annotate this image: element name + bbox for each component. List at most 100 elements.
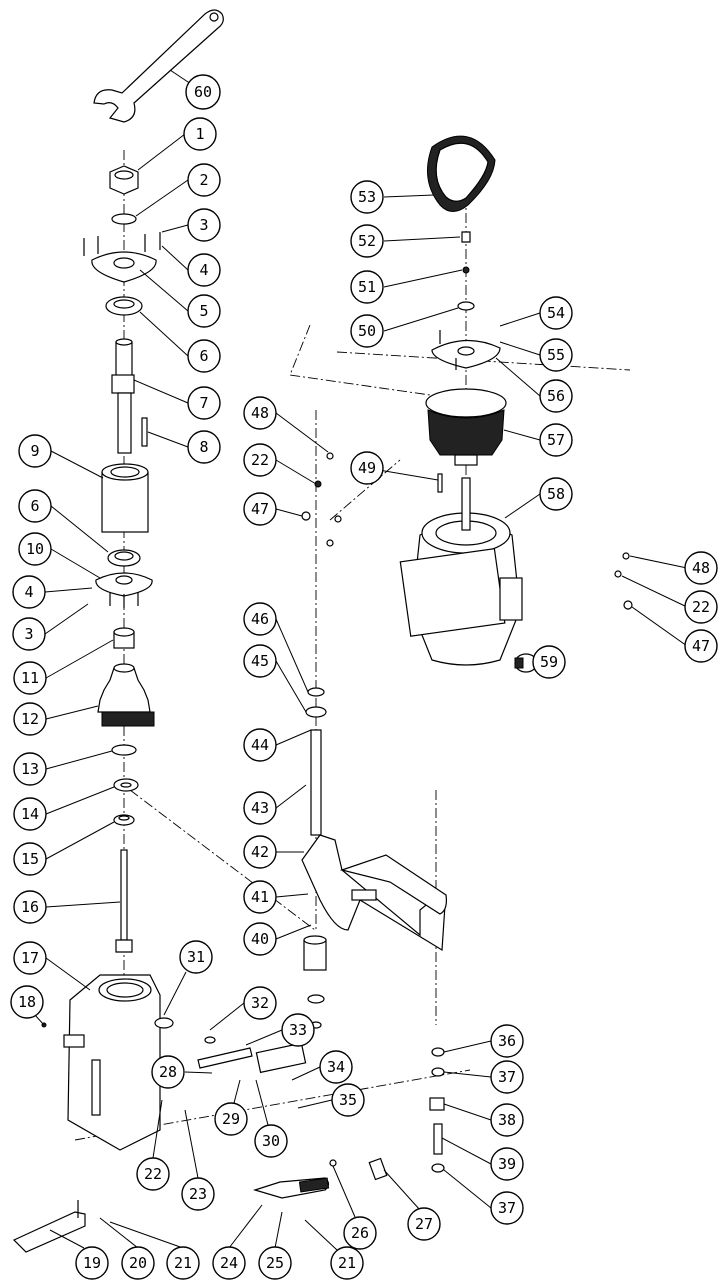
svg-text:59: 59: [540, 653, 558, 671]
callout-37-upper: 37: [490, 1060, 524, 1094]
callout-50: 50: [350, 314, 384, 348]
svg-text:48: 48: [251, 404, 269, 422]
callout-46: 46: [243, 602, 277, 636]
svg-text:21: 21: [338, 1254, 356, 1272]
spanner-wrench: [93, 9, 224, 123]
callout-17: 17: [13, 941, 47, 975]
upper-bearing: [105, 296, 143, 316]
svg-text:30: 30: [262, 1132, 280, 1150]
callout-16: 16: [13, 890, 47, 924]
pinion-shaft: [154, 1017, 253, 1069]
callout-28: 28: [151, 1055, 185, 1089]
svg-text:11: 11: [21, 669, 39, 687]
callout-4-upper: 4: [187, 253, 221, 287]
callout-1: 1: [183, 117, 217, 151]
spindle-pulley: [97, 663, 155, 727]
callout-3-lower: 3: [12, 617, 46, 651]
svg-text:20: 20: [129, 1254, 147, 1272]
callout-57: 57: [539, 423, 573, 457]
callout-53: 53: [350, 180, 384, 214]
svg-text:3: 3: [24, 625, 33, 643]
callout-11: 11: [13, 661, 47, 695]
callout-29: 29: [214, 1102, 248, 1136]
svg-text:35: 35: [339, 1091, 357, 1109]
svg-text:4: 4: [199, 261, 208, 279]
callout-32: 32: [243, 986, 277, 1020]
svg-text:22: 22: [692, 598, 710, 616]
callout-27: 27: [407, 1207, 441, 1241]
svg-text:54: 54: [547, 304, 565, 322]
motor-mount-fasteners: [301, 452, 633, 610]
callout-21-right: 21: [330, 1246, 364, 1280]
guard-plate: [431, 330, 501, 370]
svg-text:49: 49: [358, 459, 376, 477]
callout-34: 34: [319, 1050, 353, 1084]
svg-text:37: 37: [498, 1199, 516, 1217]
motor-key: [437, 473, 443, 493]
key: [141, 417, 148, 447]
callout-56: 56: [539, 379, 573, 413]
callout-24: 24: [212, 1246, 246, 1280]
callout-22-right: 22: [684, 590, 718, 624]
callout-45: 45: [243, 644, 277, 678]
motor-bracket: [301, 834, 447, 952]
svg-text:23: 23: [189, 1185, 207, 1203]
callout-8: 8: [187, 430, 221, 464]
svg-text:7: 7: [199, 394, 208, 412]
washer-45: [305, 706, 327, 718]
callout-15: 15: [13, 842, 47, 876]
svg-text:9: 9: [30, 442, 39, 460]
svg-text:33: 33: [289, 1021, 307, 1039]
callout-58: 58: [539, 477, 573, 511]
support-shaft: [310, 729, 322, 836]
svg-text:3: 3: [199, 216, 208, 234]
callout-60: 60: [185, 74, 221, 110]
svg-text:1: 1: [195, 125, 204, 143]
svg-text:60: 60: [194, 83, 212, 101]
motor: [399, 477, 523, 666]
callout-41: 41: [243, 880, 277, 914]
hub: [255, 1042, 307, 1074]
svg-text:26: 26: [351, 1224, 369, 1242]
svg-text:45: 45: [251, 652, 269, 670]
drive-belt: [427, 135, 496, 212]
callout-9: 9: [18, 434, 52, 468]
svg-text:47: 47: [251, 500, 269, 518]
spindle-nut: [109, 165, 139, 195]
head-casting: [63, 974, 161, 1151]
callout-22-lower: 22: [136, 1157, 170, 1191]
callout-49: 49: [350, 451, 384, 485]
motor-pulley: [425, 388, 507, 466]
callout-54: 54: [539, 296, 573, 330]
callout-26: 26: [343, 1216, 377, 1250]
callout-6-lower: 6: [18, 489, 52, 523]
callout-47-left: 47: [243, 492, 277, 526]
svg-text:31: 31: [187, 948, 205, 966]
svg-text:19: 19: [83, 1254, 101, 1272]
callout-13: 13: [13, 752, 47, 786]
callout-20: 20: [121, 1246, 155, 1280]
svg-text:29: 29: [222, 1110, 240, 1128]
callout-35: 35: [331, 1083, 365, 1117]
callout-3-upper: 3: [187, 208, 221, 242]
callout-18: 18: [10, 985, 44, 1019]
svg-text:12: 12: [21, 710, 39, 728]
svg-text:2: 2: [199, 171, 208, 189]
callout-59: 59: [532, 645, 566, 679]
svg-text:55: 55: [547, 346, 565, 364]
washer-41: [307, 994, 325, 1004]
washer: [111, 744, 137, 756]
svg-text:48: 48: [692, 559, 710, 577]
lift-bushing: [303, 935, 327, 971]
svg-text:36: 36: [498, 1032, 516, 1050]
callout-4-lower: 4: [12, 575, 46, 609]
callout-43: 43: [243, 791, 277, 825]
svg-text:52: 52: [358, 232, 376, 250]
bearing-retainer-plate: [83, 232, 161, 283]
svg-text:6: 6: [199, 347, 208, 365]
svg-text:13: 13: [21, 760, 39, 778]
callout-44: 44: [243, 728, 277, 762]
callout-51: 51: [350, 270, 384, 304]
callout-33: 33: [281, 1013, 315, 1047]
